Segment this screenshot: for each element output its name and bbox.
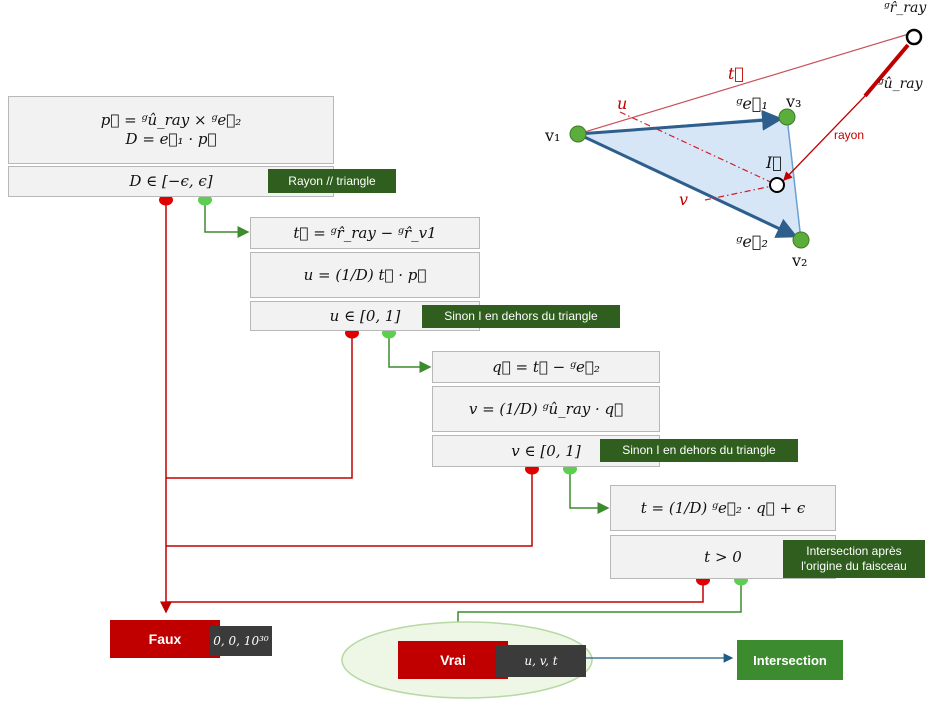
t-vector-box: t⃗ = ᵍr̂_ray − ᵍr̂_v1 — [250, 217, 480, 249]
t-vector-label: t⃗ — [728, 64, 745, 83]
intersection-box: Intersection — [737, 640, 843, 680]
e2-label: ᵍe⃗₂ — [736, 232, 768, 251]
ray-direction-label: ᵍû_ray — [878, 76, 923, 92]
true-result-values: u, v, t — [496, 645, 586, 677]
false-result-box: Faux — [110, 620, 220, 658]
p-definition: p⃗ = ᵍû_ray × ᵍe⃗₂ — [100, 111, 242, 130]
u-test: u ∈ [0, 1] — [329, 306, 401, 325]
t-definition: t⃗ = ᵍr̂_ray − ᵍr̂_v1 — [293, 223, 437, 242]
v2-label: v₂ — [792, 251, 808, 270]
intersection-point-label: I⃗ — [766, 153, 782, 172]
D-definition: D = e⃗₁ · p⃗ — [125, 130, 217, 148]
q-vector-box: q⃗ = t⃗ − ᵍe⃗₂ — [432, 351, 660, 383]
u-definition: u = (1/D) t⃗ · p⃗ — [303, 265, 427, 284]
triangle-figure — [569, 28, 923, 249]
false-path-lines — [160, 200, 704, 614]
u-compute-box: u = (1/D) t⃗ · p⃗ — [250, 252, 480, 298]
pass-dot-D — [198, 194, 212, 206]
v-compute-box: v = (1/D) ᵍû_ray · q⃗ — [432, 386, 660, 432]
t-test: t > 0 — [704, 547, 742, 566]
t-scalar-box: t = (1/D) ᵍe⃗₂ · q⃗ + ϵ — [610, 485, 836, 531]
q-definition: q⃗ = t⃗ − ᵍe⃗₂ — [492, 357, 600, 376]
e1-label: ᵍe⃗₁ — [736, 94, 768, 113]
cross-product-box: p⃗ = ᵍû_ray × ᵍe⃗₂ D = e⃗₁ · p⃗ — [8, 96, 334, 164]
v-test: v ∈ [0, 1] — [511, 441, 581, 460]
outside-u-tag: Sinon I en dehors du triangle — [422, 305, 620, 328]
v-definition: v = (1/D) ᵍû_ray · q⃗ — [468, 399, 624, 418]
outside-v-tag: Sinon I en dehors du triangle — [600, 439, 798, 462]
D-test: D ∈ [−ϵ, ϵ] — [129, 172, 213, 191]
fail-dot-D — [159, 194, 173, 206]
v3-label: v₃ — [786, 92, 802, 111]
rayon-label: rayon — [834, 128, 865, 142]
v-label: v — [679, 190, 689, 209]
false-result-values: 0, 0, 10³⁰ — [210, 626, 272, 656]
v1-label: v₁ — [545, 126, 561, 145]
after-origin-tag: Intersection après l'origine du faisceau — [783, 540, 925, 578]
parallel-tag: Rayon // triangle — [268, 169, 396, 193]
ray-origin-label: ᵍr̂_ray — [884, 0, 927, 16]
u-label: u — [617, 94, 628, 113]
t-scalar-definition: t = (1/D) ᵍe⃗₂ · q⃗ + ϵ — [640, 498, 806, 517]
true-result-box: Vrai — [398, 641, 508, 679]
